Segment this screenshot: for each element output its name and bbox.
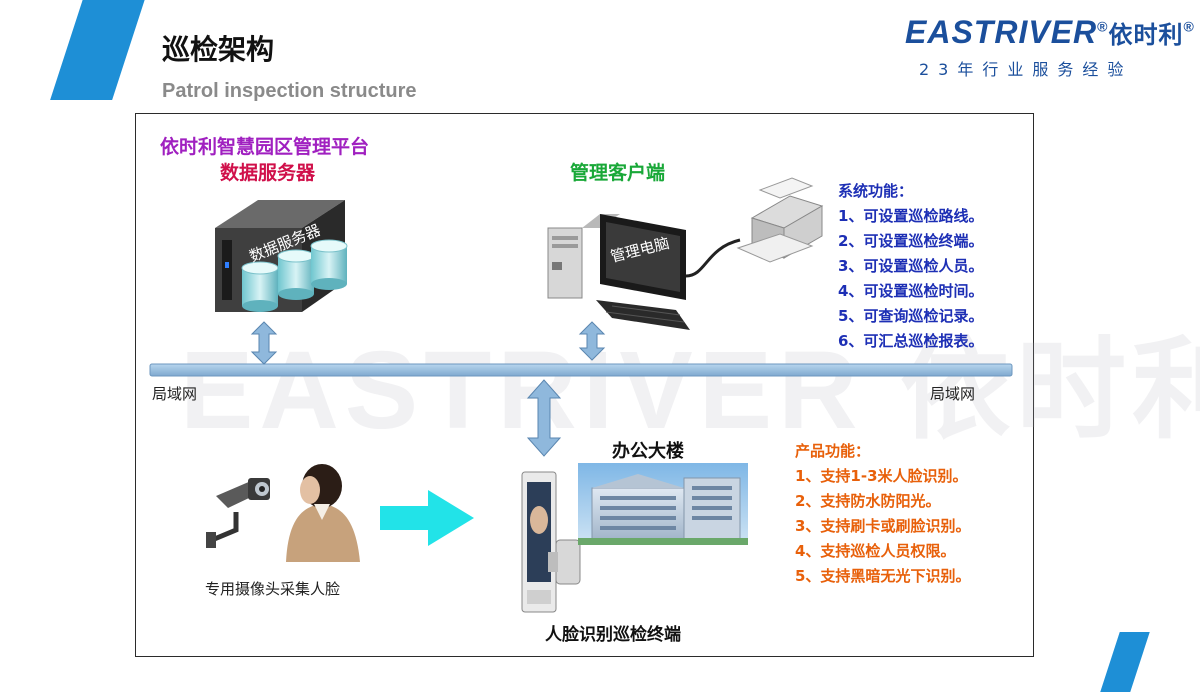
flow-arrow (380, 490, 474, 546)
client-label: 管理客户端 (570, 162, 666, 184)
system-functions-list: 1、可设置巡检路线。 2、可设置巡检终端。 3、可设置巡检人员。 4、可设置巡检… (838, 204, 983, 354)
camera-icon (206, 478, 270, 548)
product-functions-list: 1、支持1-3米人脸识别。 2、支持防水防阳光。 3、支持刷卡或刷脸识别。 4、… (795, 464, 970, 589)
logo-brand-cn: 依时利 (1108, 22, 1184, 49)
system-functions-title: 系统功能： (838, 182, 914, 200)
computer-icon (547, 214, 690, 330)
page-title: 巡检架构 (162, 33, 275, 66)
face-terminal-icon (521, 471, 581, 613)
lan-label-right: 局域网 (930, 385, 976, 403)
building-label: 办公大楼 (612, 441, 684, 462)
watermark-brand-cn: 依时利 (900, 329, 1200, 452)
product-function-item: 3、支持刷卡或刷脸识别。 (795, 517, 971, 535)
camera-label: 专用摄像头采集人脸 (205, 580, 341, 598)
lan-label-left: 局域网 (152, 385, 198, 403)
office-building-image (578, 463, 748, 545)
system-function-item: 4、可设置巡检时间。 (838, 282, 984, 300)
printer-icon (685, 177, 824, 278)
server-icon (215, 200, 348, 312)
product-functions-title: 产品功能： (795, 442, 871, 460)
database-cylinders (241, 239, 348, 312)
platform-name: 依时利智慧园区管理平台 (160, 136, 370, 158)
brand-watermark: EASTRIVER 依时利 (180, 300, 1200, 460)
terminal-lan-arrow (526, 379, 562, 457)
product-function-item: 1、支持1-3米人脸识别。 (795, 467, 968, 485)
server-label: 数据服务器 (220, 162, 316, 184)
system-function-item: 2、可设置巡检终端。 (838, 232, 984, 250)
product-function-item: 4、支持巡检人员权限。 (795, 542, 956, 560)
logo-brand: EASTRIVER®依时利® (905, 14, 1195, 51)
logo-reg-mark: ® (1097, 18, 1109, 35)
company-logo: EASTRIVER®依时利® 23年行业服务经验 (905, 12, 1195, 82)
logo-tagline: 23年行业服务经验 (919, 60, 1133, 79)
logo-brand-text: EASTRIVER (905, 14, 1098, 50)
product-function-item: 2、支持防水防阳光。 (795, 492, 941, 510)
watermark-brand: EASTRIVER (180, 329, 864, 452)
diagram-graphics: 数据服务器 管理电脑 (149, 177, 1013, 613)
client-lan-arrow (578, 321, 606, 361)
logo-reg-mark-cn: ® (1183, 18, 1195, 35)
system-function-item: 5、可查询巡检记录。 (838, 307, 984, 325)
product-function-item: 5、支持黑暗无光下识别。 (795, 567, 971, 585)
page-subtitle: Patrol inspection structure (162, 80, 417, 102)
system-function-item: 6、可汇总巡检报表。 (838, 332, 984, 350)
system-function-item: 3、可设置巡检人员。 (838, 257, 984, 275)
person-icon (286, 464, 360, 562)
terminal-label: 人脸识别巡检终端 (545, 625, 681, 645)
server-lan-arrow (250, 321, 278, 365)
lan-bar (149, 363, 1013, 377)
system-function-item: 1、可设置巡检路线。 (838, 207, 984, 225)
